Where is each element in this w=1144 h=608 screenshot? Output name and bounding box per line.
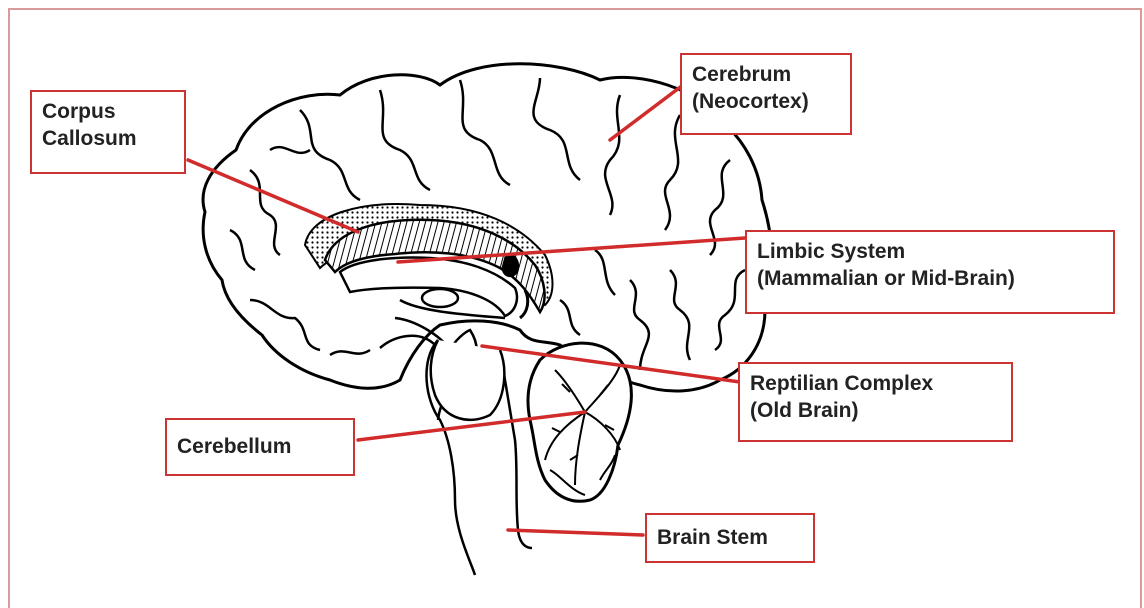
reptilian-complex-label: Reptilian Complex (Old Brain) [738,362,1013,442]
limbic-system-line-2: (Mammalian or Mid-Brain) [757,265,1103,292]
cerebrum-line-2: (Neocortex) [692,88,840,115]
corpus-callosum-label: Corpus Callosum [30,90,186,174]
brain-stem-leader [508,530,643,535]
corpus-callosum-line-2: Callosum [42,125,174,152]
cerebrum-label: Cerebrum (Neocortex) [680,53,852,135]
limbic-system-line-1: Limbic System [757,238,1103,265]
brain-stem-label: Brain Stem [645,513,815,563]
reptilian-complex-line-2: (Old Brain) [750,397,1001,424]
corpus-callosum-line-1: Corpus [42,98,174,125]
limbic-system-label: Limbic System (Mammalian or Mid-Brain) [745,230,1115,314]
cerebellum-shape [528,343,631,501]
cerebrum-line-1: Cerebrum [692,61,840,88]
thalamus [422,289,458,307]
brain-stem-line-1: Brain Stem [657,521,803,555]
reptilian-complex-line-1: Reptilian Complex [750,370,1001,397]
cerebellum-line-1: Cerebellum [177,426,343,468]
cerebellum-label: Cerebellum [165,418,355,476]
